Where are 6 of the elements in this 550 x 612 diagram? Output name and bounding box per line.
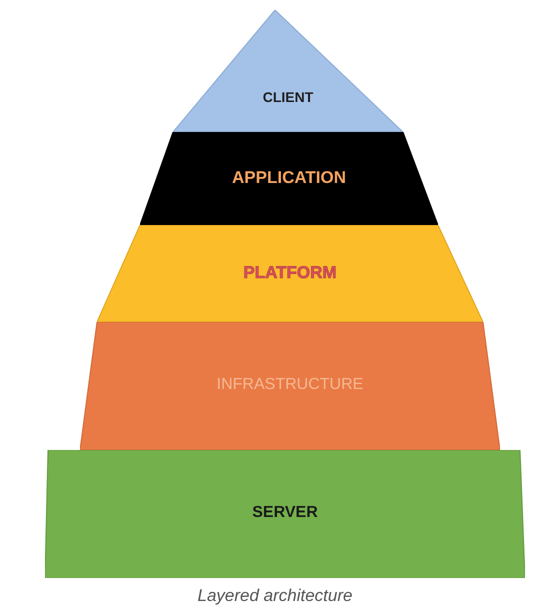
caption: Layered architecture (198, 586, 352, 606)
layer-label: APPLICATION (232, 168, 346, 188)
layer-label: INFRASTRUCTURE (216, 376, 364, 394)
layer-label: SERVER (252, 504, 318, 522)
layer-label: PLATFORM (243, 263, 337, 282)
layer-label: CLIENT (262, 89, 314, 106)
